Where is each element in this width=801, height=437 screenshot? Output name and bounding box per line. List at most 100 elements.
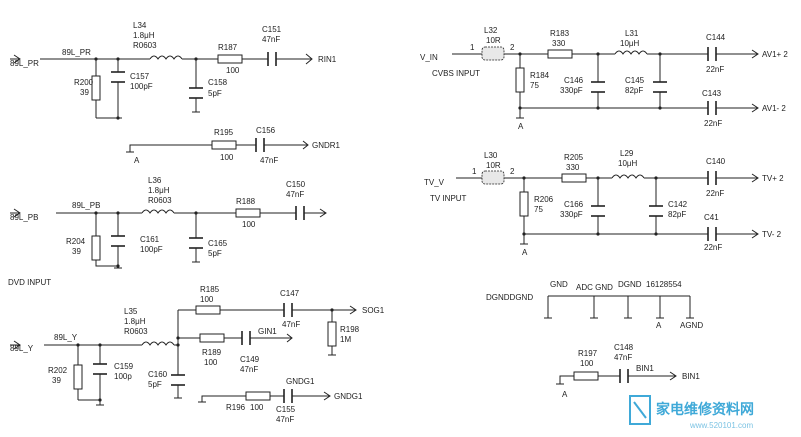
label-89l-pb: 89L_PB — [72, 201, 100, 210]
label-c149-value: 47nF — [240, 365, 258, 374]
label-r200-value: 39 — [80, 88, 89, 97]
label-c148: C148 — [614, 343, 634, 352]
label-c160-value: 5pF — [148, 380, 162, 389]
label-l32-value: 10R — [486, 36, 501, 45]
label-tv-plus: TV+ 2 — [762, 174, 784, 183]
label-l30-pin2: 2 — [510, 167, 515, 176]
label-tv-a: A — [522, 248, 528, 257]
label-r206-value: 75 — [534, 205, 543, 214]
label-r198-value: 1M — [340, 335, 351, 344]
label-agnd: AGND — [680, 321, 703, 330]
label-gndg1-top: GNDG1 — [286, 377, 315, 386]
label-89l-pr-left: 89L_PR — [10, 59, 39, 68]
label-l32: L32 — [484, 26, 498, 35]
label-l36: L36 — [148, 176, 162, 185]
label-l32-pin1: 1 — [470, 43, 475, 52]
label-c158: C158 — [208, 78, 228, 87]
watermark-text: 家电维修资料网 — [656, 401, 754, 417]
label-gndr1: GNDR1 — [312, 141, 341, 150]
label-89l-y: 89L_Y — [54, 333, 78, 342]
label-c165-value: 5pF — [208, 249, 222, 258]
label-r205-value: 330 — [566, 163, 580, 172]
label-l30-pin1: 1 — [472, 167, 477, 176]
label-c150: C150 — [286, 180, 306, 189]
label-c150-value: 47nF — [286, 190, 304, 199]
label-c142: C142 — [668, 200, 688, 209]
label-r189: R189 — [202, 348, 222, 357]
label-bin1: BIN1 — [682, 372, 700, 381]
label-c142-value: 82pF — [668, 210, 686, 219]
label-c148-value: 47nF — [614, 353, 632, 362]
label-gndr-a: A — [134, 156, 140, 165]
label-l30-value: 10R — [486, 161, 501, 170]
y-channel: 89L_Y 89L_Y L35 1.8μH R0603 R185 100 C14… — [10, 285, 385, 424]
label-c149: C149 — [240, 355, 260, 364]
label-l35: L35 — [124, 307, 138, 316]
label-l35-pkg: R0603 — [124, 327, 148, 336]
label-l36-value: 1.8μH — [148, 186, 170, 195]
label-r185-value: 100 — [200, 295, 214, 304]
label-c144-value: 22nF — [706, 65, 724, 74]
label-av1-minus: AV1- 2 — [762, 104, 786, 113]
label-r196: R196 — [226, 403, 246, 412]
label-l34-value: 1.8μH — [133, 31, 155, 40]
label-l35-value: 1.8μH — [124, 317, 146, 326]
gndr-channel: R195 100 C156 47nF GNDR1 A — [126, 126, 341, 165]
label-r183-value: 330 — [552, 39, 566, 48]
label-r185: R185 — [200, 285, 220, 294]
label-l31: L31 — [625, 29, 639, 38]
label-bin-a: A — [562, 390, 568, 399]
label-c157: C157 — [130, 72, 150, 81]
watermark: 家电维修资料网 www.520101.com — [629, 395, 754, 430]
label-c156-value: 47nF — [260, 156, 278, 165]
label-c143-value: 22nF — [704, 119, 722, 128]
label-c151-value: 47nF — [262, 35, 280, 44]
label-r204-value: 39 — [72, 247, 81, 256]
label-c41: C41 — [704, 213, 719, 222]
label-gnd: GND — [550, 280, 568, 289]
label-r189-value: 100 — [204, 358, 218, 367]
label-c146: C146 — [564, 76, 584, 85]
ground-tie: DGNDDGND GND ADC GND DGND 16128554 A AGN… — [486, 280, 703, 330]
label-tv-minus: TV- 2 — [762, 230, 782, 239]
label-c146-value: 330pF — [560, 86, 583, 95]
label-c157-value: 100pF — [130, 82, 153, 91]
label-c158-value: 5pF — [208, 89, 222, 98]
label-r184: R184 — [530, 71, 550, 80]
pr-channel: 89L_PR 89L_PR L34 1.8μH R0603 R187 100 C… — [10, 21, 337, 120]
label-l36-pkg: R0603 — [148, 196, 172, 205]
label-r195-value: 100 — [220, 153, 234, 162]
label-c161-value: 100pF — [140, 245, 163, 254]
label-cvbs-input: CVBS INPUT — [432, 69, 480, 78]
label-av1-plus: AV1+ 2 — [762, 50, 788, 59]
label-c159: C159 — [114, 362, 134, 371]
pb-channel: 89L_PB 89L_PB L36 1.8μH R0603 R188 100 C… — [8, 176, 327, 287]
label-c161: C161 — [140, 235, 160, 244]
label-c166: C166 — [564, 200, 584, 209]
watermark-url: www.520101.com — [689, 421, 753, 430]
label-l29-value: 10μH — [618, 159, 638, 168]
label-c155-value: 47nF — [276, 415, 294, 424]
label-dgnd: DGND — [618, 280, 642, 289]
label-c147-value: 47nF — [282, 320, 300, 329]
label-89l-y-left: 89L_Y — [10, 344, 34, 353]
label-dvd-input: DVD INPUT — [8, 278, 51, 287]
label-c147: C147 — [280, 289, 300, 298]
label-gnd-a: A — [656, 321, 662, 330]
label-89l-pr: 89L_PR — [62, 48, 91, 57]
label-c41-value: 22nF — [704, 243, 722, 252]
label-r198: R198 — [340, 325, 360, 334]
label-adc-gnd: ADC GND — [576, 283, 613, 292]
label-r187-value: 100 — [226, 66, 240, 75]
label-c166-value: 330pF — [560, 210, 583, 219]
label-c156: C156 — [256, 126, 276, 135]
label-c160: C160 — [148, 370, 168, 379]
label-r205: R205 — [564, 153, 584, 162]
label-tv-input: TV INPUT — [430, 194, 467, 203]
label-rin1: RIN1 — [318, 55, 337, 64]
label-r197: R197 — [578, 349, 598, 358]
label-r196-value: 100 — [250, 403, 264, 412]
label-89l-pb-left: 89L_PB — [10, 213, 38, 222]
label-r188: R188 — [236, 197, 256, 206]
label-part-number: 16128554 — [646, 280, 682, 289]
